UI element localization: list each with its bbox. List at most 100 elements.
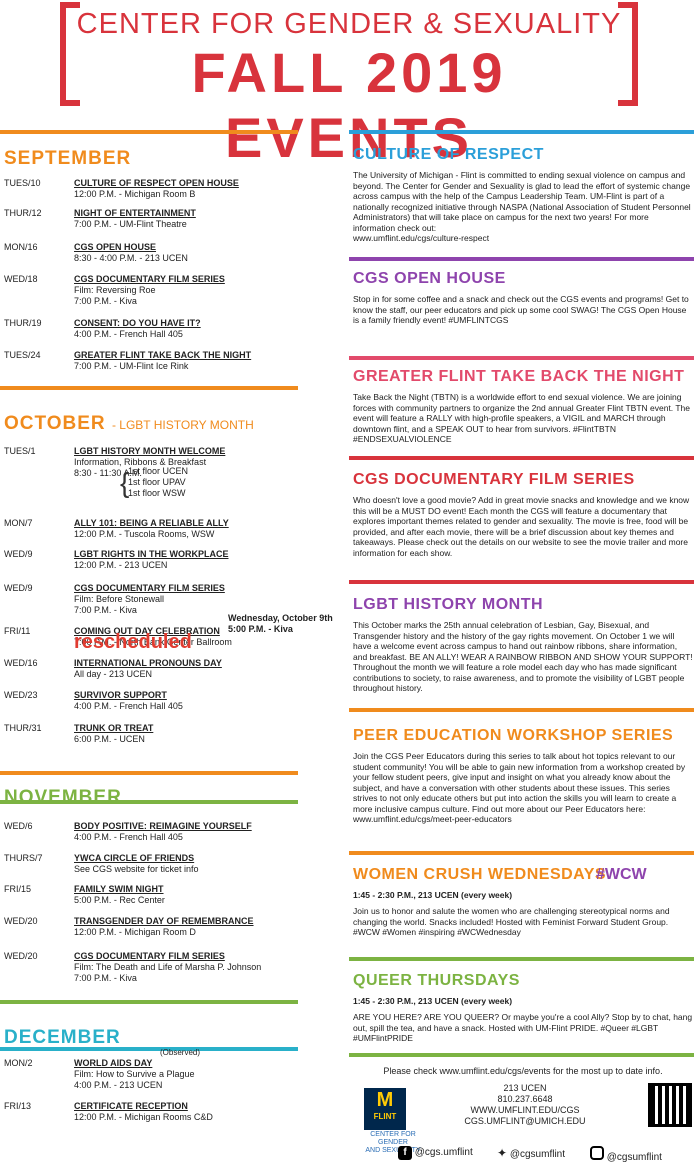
floor-list: 1st floor UCEN 1st floor UPAV 1st floor … [128, 466, 188, 499]
event-name[interactable]: LGBT RIGHTS IN THE WORKPLACE [74, 549, 229, 559]
social-facebook[interactable]: f @cgs.umflint [398, 1146, 473, 1160]
section-text: Join us to honor and salute the women wh… [353, 906, 670, 937]
rescheduled-info: Wednesday, October 9th 5:00 P.M. - Kiva [228, 613, 333, 635]
observed-note: (Observed) [160, 1048, 201, 1057]
event-name[interactable]: GREATER FLINT TAKE BACK THE NIGHT [74, 350, 252, 360]
social-twitter[interactable]: ✦ @cgsumflint [497, 1146, 565, 1160]
month-september: SEPTEMBER [4, 148, 132, 169]
logo-line: AND SEXUALITY [365, 1147, 421, 1154]
section-text: Join the CGS Peer Educators during this … [353, 751, 686, 814]
event-name[interactable]: COMING OUT DAY CELEBRATION [74, 626, 220, 636]
month-october: OCTOBER - LGBT HISTORY MONTH [4, 413, 254, 434]
event-line: 12:00 P.M. - Michigan Rooms C&D [74, 1112, 213, 1122]
info-section: LGBT HISTORY MONTH This October marks the… [353, 596, 693, 694]
event-name[interactable]: FAMILY SWIM NIGHT [74, 884, 164, 894]
event-name[interactable]: CERTIFICATE RECEPTION [74, 1101, 188, 1111]
facebook-handle: @cgs.umflint [414, 1147, 473, 1158]
qr-code[interactable] [648, 1083, 692, 1127]
divider [349, 257, 694, 261]
event-name[interactable]: WORLD AIDS DAY [74, 1058, 153, 1068]
event-line: See CGS website for ticket info [74, 864, 199, 874]
event-line: Film: How to Survive a Plague [74, 1069, 195, 1079]
event-date: FRI/15 [4, 884, 32, 894]
event-name[interactable]: CGS DOCUMENTARY FILM SERIES [74, 583, 225, 593]
event-line: 5:00 P.M. - Rec Center [74, 895, 165, 905]
event-name[interactable]: CGS DOCUMENTARY FILM SERIES [74, 274, 225, 284]
divider [349, 580, 694, 584]
rescheduled-date: Wednesday, October 9th [228, 613, 333, 623]
event-line: 8:30 - 11:30 A.M. [74, 468, 142, 478]
event-date: THURS/7 [4, 853, 43, 863]
event-name[interactable]: TRUNK OR TREAT [74, 723, 154, 733]
event-name[interactable]: SURVIVOR SUPPORT [74, 690, 167, 700]
event-name[interactable]: TRANSGENDER DAY OF REMEMBRANCE [74, 916, 254, 926]
event-date: MON/7 [4, 518, 33, 528]
event-name[interactable]: LGBT HISTORY MONTH WELCOME [74, 446, 226, 456]
event-name[interactable]: ALLY 101: BEING A RELIABLE ALLY [74, 518, 229, 528]
month-november: NOVEMBER [4, 787, 122, 808]
event-date: MON/2 [4, 1058, 33, 1068]
section-link[interactable]: www.umflint.edu/cgs/meet-peer-educators [353, 814, 512, 824]
event-line: 12:00 P.M. - Tuscola Rooms, WSW [74, 529, 215, 539]
instagram-handle: @cgsumflint [606, 1152, 662, 1163]
event-date: FRI/11 [4, 626, 31, 636]
page-header: CENTER FOR GENDER & SEXUALITY FALL 2019 … [60, 2, 638, 169]
event-date: WED/9 [4, 549, 33, 559]
contact-web[interactable]: WWW.UMFLINT.EDU/CGS [470, 1105, 580, 1115]
divider [349, 851, 694, 855]
event-name[interactable]: CONSENT: DO YOU HAVE IT? [74, 318, 201, 328]
event-name[interactable]: CULTURE OF RESPECT OPEN HOUSE [74, 178, 239, 188]
event-name[interactable]: NIGHT OF ENTERTAINMENT [74, 208, 196, 218]
facebook-icon: f [398, 1146, 412, 1160]
rescheduled-label: rescheduled [74, 631, 192, 653]
event-line: 8:30 - 4:00 P.M. - 213 UCEN [74, 253, 188, 263]
event-line: Film: Reversing Roe [74, 285, 156, 295]
social-instagram[interactable]: @cgsumflint [590, 1146, 662, 1163]
event-date: TUES/1 [4, 446, 36, 456]
event-date: THUR/12 [4, 208, 42, 218]
event-body: CONSENT: DO YOU HAVE IT?4:00 P.M. - Fren… [74, 318, 274, 340]
section-title: GREATER FLINT TAKE BACK THE NIGHT [353, 368, 685, 385]
event-name[interactable]: CGS OPEN HOUSE [74, 242, 157, 252]
section-text: Take Back the Night (TBTN) is a worldwid… [353, 392, 691, 444]
divider [349, 1053, 694, 1057]
contact-room: 213 UCEN [503, 1083, 547, 1093]
twitter-icon: ✦ [497, 1146, 508, 1160]
event-line: 12:00 P.M. - 213 UCEN [74, 560, 168, 570]
floor-item: 1st floor WSW [128, 488, 186, 498]
event-name[interactable]: BODY POSITIVE: REIMAGINE YOURSELF [74, 821, 252, 831]
event-name[interactable]: INTERNATIONAL PRONOUNS DAY [74, 658, 222, 668]
divider [0, 130, 298, 134]
rescheduled-time: 5:00 P.M. - Kiva [228, 624, 293, 634]
contact-email[interactable]: CGS.UMFLINT@UMICH.EDU [464, 1116, 586, 1126]
section-title: CGS OPEN HOUSE [353, 270, 506, 287]
logo-line: CENTER FOR GENDER [370, 1131, 416, 1146]
event-date: WED/23 [4, 690, 38, 700]
event-name[interactable]: YWCA CIRCLE OF FRIENDS [74, 853, 195, 863]
event-date: MON/16 [4, 242, 38, 252]
event-line: 6:00 P.M. - UCEN [74, 734, 145, 744]
divider [349, 356, 694, 360]
event-name[interactable]: CGS DOCUMENTARY FILM SERIES [74, 951, 225, 961]
section-link[interactable]: www.umflint.edu/cgs/culture-respect [353, 233, 490, 243]
umflint-logo: M FLINT [364, 1088, 406, 1130]
instagram-icon [590, 1146, 604, 1160]
section-title: LGBT HISTORY MONTH [353, 596, 544, 613]
event-date: TUES/10 [4, 178, 41, 188]
section-text: This October marks the 25th annual celeb… [353, 620, 693, 693]
